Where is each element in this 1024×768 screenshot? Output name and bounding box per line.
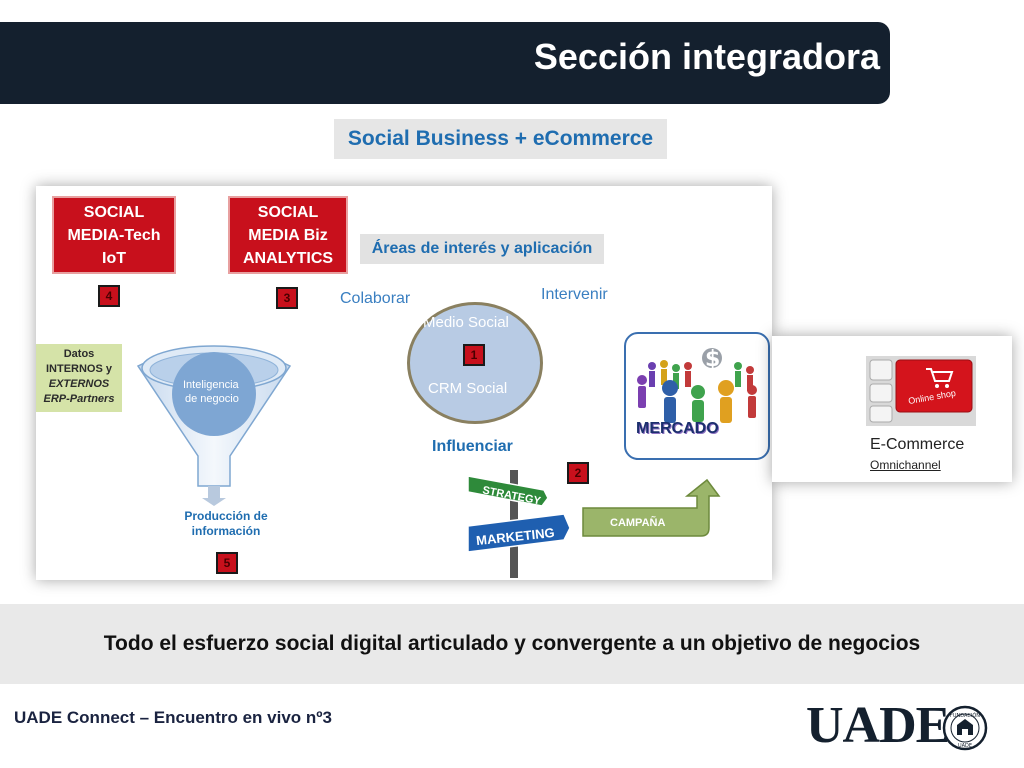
svg-text:$: $ bbox=[705, 347, 720, 372]
social-media-tech-box: SOCIAL MEDIA-Tech IoT bbox=[52, 196, 176, 274]
social-media-biz-line-2: MEDIA Biz bbox=[248, 226, 328, 244]
badge-3: 3 bbox=[276, 287, 298, 309]
badge-2: 2 bbox=[567, 462, 589, 484]
omnichannel-label: Omnichannel bbox=[870, 458, 941, 472]
event-label: UADE Connect – Encuentro en vivo nº3 bbox=[14, 708, 332, 727]
funnel-graphic bbox=[136, 345, 292, 506]
datos-line-3: EXTERNOS bbox=[48, 378, 110, 390]
badge-1: 1 bbox=[463, 344, 485, 366]
people-icon: $ bbox=[637, 347, 757, 423]
uade-logo: UADE bbox=[806, 697, 950, 754]
social-media-tech-line-1: SOCIAL bbox=[83, 203, 145, 221]
datos-line-1: Datos bbox=[63, 348, 95, 360]
mercado-label: MERCADO bbox=[636, 420, 719, 437]
statement-band: Todo el esfuerzo social digital articula… bbox=[0, 604, 1024, 684]
areas-label: Áreas de interés y aplicación bbox=[360, 234, 604, 264]
datos-box: Datos INTERNOS y EXTERNOS ERP-Partners bbox=[36, 344, 122, 412]
social-media-tech-line-3: IoT bbox=[102, 249, 126, 267]
signpost-graphic bbox=[467, 470, 571, 578]
page-title: Sección integradora bbox=[533, 36, 880, 77]
title-bar: Sección integradora bbox=[0, 22, 890, 104]
crm-social-label: CRM Social bbox=[428, 380, 508, 397]
fundacion-seal-icon: FUNDACIÓN UADE bbox=[942, 705, 988, 751]
campana-arrow bbox=[582, 478, 721, 537]
svg-text:FUNDACIÓN: FUNDACIÓN bbox=[950, 712, 980, 719]
social-media-biz-line-1: SOCIAL bbox=[257, 203, 319, 221]
subtitle: Social Business + eCommerce bbox=[334, 119, 667, 159]
social-media-tech-line-2: MEDIA-Tech bbox=[67, 226, 161, 244]
campana-label: CAMPAÑA bbox=[610, 517, 666, 529]
colaborar-label: Colaborar bbox=[340, 290, 411, 307]
diagram-panel: SOCIAL MEDIA-Tech IoT SOCIAL MEDIA Biz A… bbox=[36, 186, 772, 580]
produccion-line-1: Producción de bbox=[184, 509, 268, 523]
svg-text:UADE: UADE bbox=[958, 743, 972, 749]
ecommerce-label: E-Commerce bbox=[870, 436, 965, 453]
medio-social-label: Medio Social bbox=[423, 314, 509, 331]
statement-text: Todo el esfuerzo social digital articula… bbox=[103, 632, 921, 655]
inteligencia-line-1: Inteligencia bbox=[183, 379, 239, 391]
produccion-label: Producción de información bbox=[166, 509, 286, 539]
badge-4: 4 bbox=[98, 285, 120, 307]
datos-line-4: ERP-Partners bbox=[43, 393, 115, 405]
social-media-biz-line-3: ANALYTICS bbox=[242, 249, 334, 267]
datos-line-2: INTERNOS y bbox=[45, 363, 112, 375]
intervenir-label: Intervenir bbox=[541, 286, 608, 303]
produccion-line-2: información bbox=[191, 524, 261, 538]
social-media-biz-box: SOCIAL MEDIA Biz ANALYTICS bbox=[228, 196, 348, 274]
ecommerce-panel: Online shop E-Commerce Omnichannel bbox=[772, 336, 1012, 482]
cart-icon bbox=[926, 368, 954, 388]
influenciar-label: Influenciar bbox=[432, 438, 513, 455]
badge-5: 5 bbox=[216, 552, 238, 574]
mercado-box: $ MERCADO bbox=[624, 332, 770, 460]
inteligencia-line-2: de negocio bbox=[185, 393, 239, 405]
keyboard-icon bbox=[866, 356, 976, 426]
